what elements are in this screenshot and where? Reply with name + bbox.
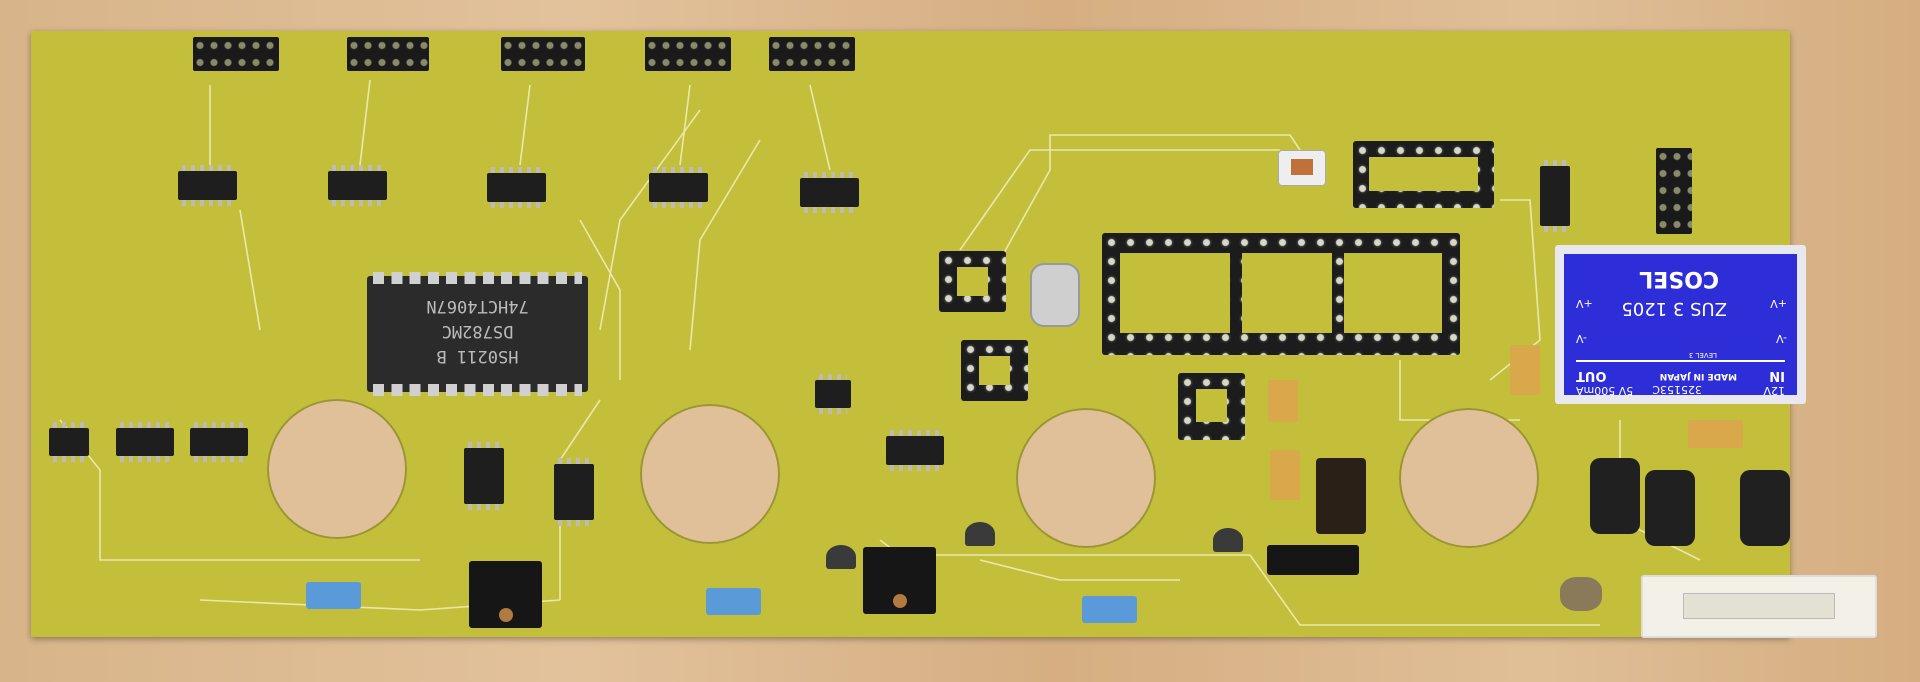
mounting-hole [1016,408,1156,548]
transistor-to92 [826,545,856,569]
dip16-socket [1353,141,1494,208]
choke-inductor [1645,470,1695,546]
dcdc-converter-module: IN 12V MADE IN JAPAN 325153C OUT 5V 500m… [1555,245,1806,404]
dip-socket-small [961,340,1028,401]
module-made-in: MADE IN JAPAN [1659,371,1737,381]
film-capacitor [1082,596,1137,623]
chip-marking-line3: 74HCT4067N [426,296,529,316]
dip40-socket [1102,233,1460,355]
module-in-label: IN [1769,368,1785,383]
soic-chip [49,422,89,462]
module-pin-plus-in: +V [1770,297,1787,310]
mux-ic-74hct4067: HS0211 B DS782MC 74HCT4067N [367,272,588,396]
soic-chip [886,430,944,471]
module-lot: 325153C [1652,383,1702,396]
soic-chip [649,167,708,208]
module-in-value: 12V [1763,384,1785,397]
dip-socket-small [1178,373,1245,440]
soic-chip [464,442,504,510]
module-pin-minus-in: -V [1776,332,1787,345]
pin-header-2 [347,37,429,71]
transistor-to92 [1213,528,1243,552]
fuse [1560,577,1602,611]
tantalum-capacitor [1270,450,1300,500]
soic-chip [116,422,174,462]
pin-header-5 [769,37,855,71]
smd-inductor [1278,150,1326,186]
pin-header-1 [193,37,279,71]
voltage-regulator [469,561,542,628]
module-pin-plus-out: +V [1576,297,1593,310]
pin-header-4 [645,37,731,71]
soic-chip [554,458,594,526]
module-out-label: OUT [1576,368,1607,383]
transistor-to92 [965,522,995,546]
module-model: ZUS 3 1205 [1621,298,1727,319]
pin-header-3 [501,37,585,71]
module-out-value: 5V 500mA [1576,384,1634,397]
film-capacitor [306,582,361,609]
soic-chip [487,167,546,208]
molex-power-connector [1641,575,1877,638]
tantalum-capacitor [1268,380,1298,422]
choke-inductor [1740,470,1790,546]
tantalum-capacitor [1688,420,1743,448]
soic-chip [178,165,237,206]
module-pin-minus-out: -V [1576,332,1587,345]
chip-marking-line1: HS0211 B [436,346,519,366]
soic-chip [328,165,387,206]
power-inductor [1316,458,1366,534]
soic-chip [1540,160,1570,232]
pin-header-6 [1656,148,1692,234]
crystal-oscillator [1030,263,1080,327]
soic-chip [815,374,851,414]
module-brand-logo: COSEL [1639,266,1719,291]
mounting-hole [640,404,780,544]
film-capacitor [706,588,761,615]
module-level: LEVEL 3 [1688,351,1717,359]
soic-chip [190,422,248,462]
choke-inductor [1590,458,1640,534]
chip-marking-line2: DS782MC [441,321,514,341]
mounting-hole [1399,408,1539,548]
soic-chip [800,172,859,213]
tantalum-capacitor [1510,345,1540,395]
mounting-hole [267,399,407,539]
voltage-regulator [863,547,936,614]
power-transistor [1267,545,1359,575]
dip-socket-small [939,251,1006,312]
